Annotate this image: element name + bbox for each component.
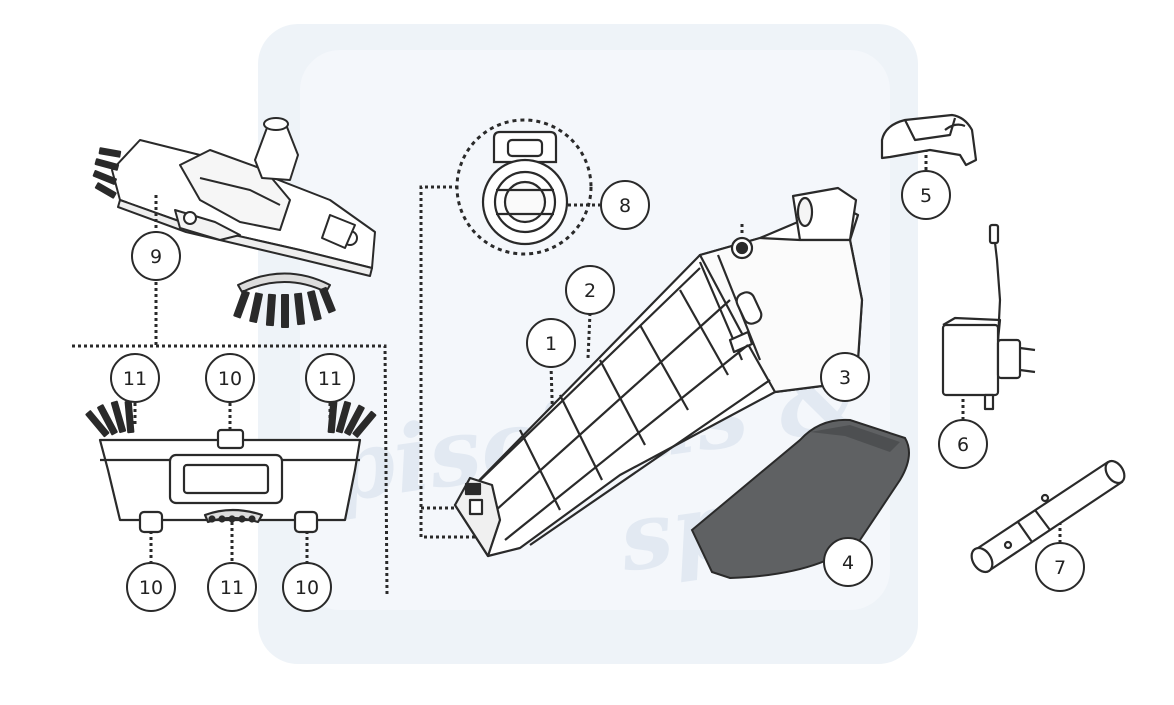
callout-10-bottom-right: 10 (282, 562, 332, 612)
leader-2 (586, 312, 592, 359)
callout-1: 1 (526, 318, 576, 368)
callout-4: 4 (823, 537, 873, 587)
callout-11-right-label: 11 (318, 368, 342, 390)
callouts: 9 8 2 1 3 4 5 6 7 11 10 11 10 11 10 (110, 170, 1085, 612)
callout-8-label: 8 (619, 195, 631, 217)
callout-9-label: 9 (150, 246, 162, 268)
callout-11-left: 11 (110, 353, 160, 403)
brush-head-bottom-view (85, 400, 377, 534)
leader-8-bracket (419, 185, 495, 539)
callout-4-label: 4 (842, 552, 854, 574)
callout-2-label: 2 (584, 280, 596, 302)
filter-zoom-circle (455, 118, 593, 256)
callout-10-top: 10 (205, 353, 255, 403)
callout-10-bottom-right-label: 10 (295, 577, 319, 599)
callout-6-label: 6 (957, 434, 969, 456)
callout-1-label: 1 (545, 333, 557, 355)
callout-6: 6 (938, 419, 988, 469)
callout-11-bottom: 11 (207, 562, 257, 612)
callout-10-bottom-left: 10 (126, 562, 176, 612)
callout-7: 7 (1035, 542, 1085, 592)
callout-9: 9 (131, 231, 181, 281)
callout-8: 8 (600, 180, 650, 230)
callout-3: 3 (820, 352, 870, 402)
brush-head-part (92, 117, 376, 328)
clip-part (880, 113, 978, 167)
callout-11-right: 11 (305, 353, 355, 403)
callout-2: 2 (565, 265, 615, 315)
callout-10-top-label: 10 (218, 368, 242, 390)
callout-7-label: 7 (1054, 557, 1066, 579)
leader-bracket (72, 344, 389, 596)
callout-5: 5 (901, 170, 951, 220)
callout-11-bottom-label: 11 (220, 577, 244, 599)
charger-part (941, 223, 1036, 411)
tube-part (970, 459, 1126, 574)
callout-10-bottom-left-label: 10 (139, 577, 163, 599)
callout-11-left-label: 11 (123, 368, 147, 390)
callout-5-label: 5 (920, 185, 932, 207)
vacuum-body-part (453, 186, 864, 558)
watermark-inner (300, 50, 890, 610)
filter-part (455, 118, 593, 256)
callout-3-label: 3 (839, 367, 851, 389)
